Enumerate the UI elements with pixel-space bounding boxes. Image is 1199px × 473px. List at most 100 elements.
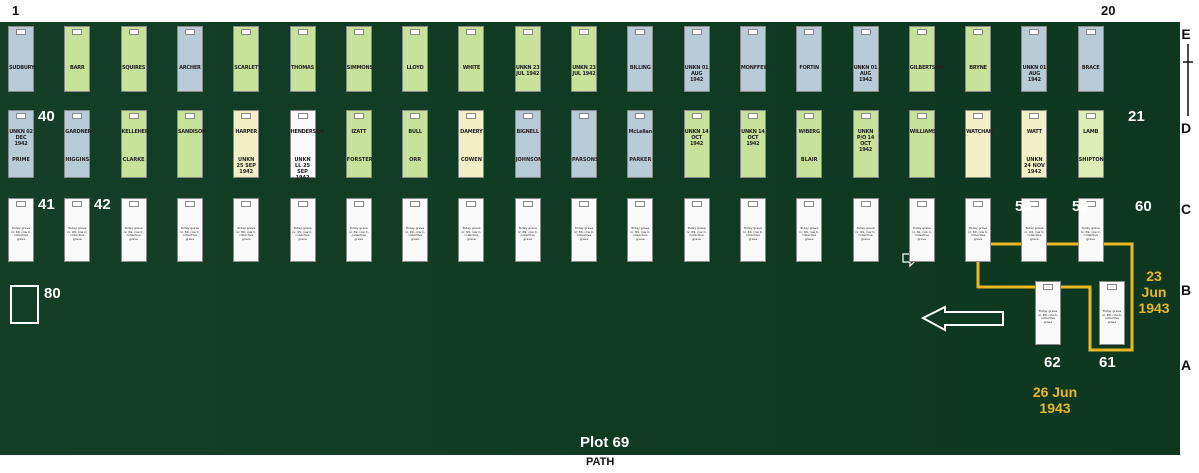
card-tab	[353, 29, 364, 35]
date-23-jun-1943: 23 Jun 1943	[1132, 268, 1176, 316]
row-label-a: A	[1180, 357, 1192, 373]
grave-text: Today grave nr. 69, row C, collective gr…	[968, 226, 989, 241]
card-tab	[241, 201, 252, 207]
grave-text: Today grave nr. 69, row C, collective gr…	[686, 226, 707, 241]
grave-name: KELLEHER	[121, 129, 149, 135]
grave-card-c-5: Today grave nr. 69, row C, collective gr…	[233, 198, 260, 262]
path-label: PATH	[586, 456, 615, 468]
grave-number-42: 42	[94, 196, 111, 213]
card-tab	[16, 201, 26, 207]
card-tab	[16, 29, 26, 35]
grave-card-e-19: UNKN 01 AUG 1942	[1021, 26, 1048, 92]
grave-card-c-2: Today grave nr. 69, row C, collective gr…	[64, 198, 91, 262]
grave-name: IZATT	[351, 129, 367, 135]
card-tab	[184, 29, 195, 35]
grave-card-c-17: Today grave nr. 69, row C, collective gr…	[908, 198, 935, 262]
card-tab	[1107, 284, 1117, 290]
grave-name: GILBERTSON	[909, 65, 944, 71]
card-tab	[747, 113, 758, 119]
grave-name-2: UNKN 25 SEP 1942	[236, 157, 256, 175]
card-tab	[804, 29, 815, 35]
grave-name: WATT	[1026, 129, 1042, 135]
grave-card-d-18: WATCHAM	[965, 110, 994, 178]
grave-text: Today grave nr. 69, row C, collective gr…	[236, 226, 257, 241]
grave-card-e-13: UNKN 01 AUG 1942	[683, 26, 710, 92]
grave-card-d-7: IZATT FORSTER	[345, 110, 373, 178]
grave-card-e-7: SIMMONS	[345, 26, 373, 92]
grave-card-c-15: Today grave nr. 69, row C, collective gr…	[796, 198, 823, 262]
grave-text: Today grave nr. 69, row C, collective gr…	[11, 226, 31, 241]
grave-name-2: FORSTER	[346, 157, 373, 163]
grave-name: UNKN 01 AUG 1942	[1022, 65, 1047, 83]
corner-label-left: 1	[12, 3, 20, 18]
grave-name-2: PARSONS	[572, 157, 599, 163]
grave-name: UNKN 14 OCT 1942	[741, 129, 765, 147]
grave-name-2: UNKN 24 NOV 1942	[1023, 157, 1045, 175]
grave-name-2: JOHNSON	[515, 157, 543, 163]
card-tab	[1029, 113, 1040, 119]
grave-name: BULL	[408, 129, 422, 135]
grave-name: UNKN 01 AUG 1942	[684, 65, 709, 83]
date2-line1: 26 Jun	[1032, 384, 1078, 400]
card-tab	[691, 29, 702, 35]
card-tab	[1043, 284, 1053, 290]
grave-name: SANDISON	[177, 129, 206, 135]
grave-name: DAMERY	[460, 129, 483, 135]
grave-name: BARR	[70, 65, 85, 71]
grave-card-e-17: GILBERTSON	[908, 26, 944, 92]
row-label-c: C	[1180, 201, 1192, 217]
card-tab	[16, 113, 26, 119]
grave-card-d-11: PARSONS	[571, 110, 599, 178]
card-tab	[973, 29, 984, 35]
card-tab	[860, 29, 871, 35]
card-tab	[241, 113, 252, 119]
grave-card-e-11: UNKN 23 JUL 1942	[571, 26, 597, 92]
grave-name: WHITE	[462, 65, 481, 71]
card-tab	[579, 29, 589, 35]
card-tab	[466, 113, 477, 119]
card-tab	[1085, 29, 1096, 35]
grave-card-e-10: UNKN 23 JUL 1942	[514, 26, 541, 92]
grave-card-c-1: Today grave nr. 69, row C, collective gr…	[8, 198, 34, 262]
card-tab	[1029, 201, 1040, 207]
card-tab	[1085, 113, 1096, 119]
card-tab	[410, 29, 421, 35]
grave-name: BRYNE	[969, 65, 987, 71]
grave-80-outline	[10, 285, 39, 324]
card-tab	[466, 201, 477, 207]
grave-name-2: SHIPTON	[1078, 157, 1104, 163]
grave-name: HARPER	[235, 129, 257, 135]
arrow-left-icon	[920, 305, 1004, 332]
grave-card-e-8: LLOYD	[402, 26, 429, 92]
date1-line1: 23	[1146, 268, 1162, 284]
card-tab	[297, 29, 308, 35]
card-tab	[579, 201, 589, 207]
grave-name-2: UNKN LL 25 SEP 1942	[294, 157, 311, 181]
card-tab	[522, 113, 533, 119]
card-tab	[72, 29, 83, 35]
card-tab	[635, 113, 646, 119]
card-tab	[353, 201, 364, 207]
grave-card-e-9: WHITE	[458, 26, 485, 92]
grave-name: UNKN P/O 14 OCT 1942	[856, 129, 875, 153]
grave-name: BILLING	[629, 65, 651, 71]
card-tab	[916, 201, 927, 207]
date2-line2: 1943	[1039, 400, 1071, 416]
card-tab	[635, 29, 646, 35]
grave-name: WIBERG	[798, 129, 821, 135]
card-tab	[522, 201, 533, 207]
grave-text: Today grave nr. 69, row C, collective gr…	[911, 226, 932, 241]
card-tab	[747, 201, 758, 207]
grave-card-c-11: Today grave nr. 69, row C, collective gr…	[571, 198, 597, 262]
grave-name: WILLIAMS	[909, 129, 937, 135]
card-tab	[804, 201, 815, 207]
grave-name-2: PRIME	[12, 157, 30, 163]
grave-name-2: PARKER	[629, 157, 652, 163]
grave-card-c-7: Today grave nr. 69, row C, collective gr…	[345, 198, 372, 262]
